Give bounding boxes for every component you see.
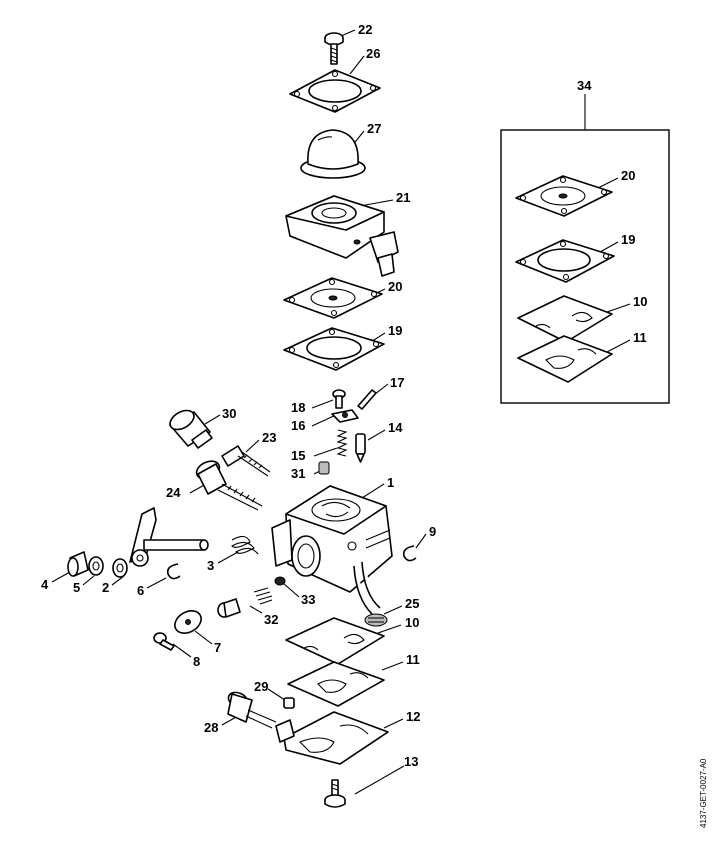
label-5: 5 bbox=[73, 580, 80, 595]
part-28-adjust-screw bbox=[227, 691, 277, 729]
label-19: 19 bbox=[388, 323, 402, 338]
label-24: 24 bbox=[166, 485, 181, 500]
label-10: 10 bbox=[405, 615, 419, 630]
label-20-kit: 20 bbox=[621, 168, 635, 183]
label-4: 4 bbox=[41, 577, 49, 592]
leader-lines bbox=[51, 29, 631, 795]
part-30-cap bbox=[169, 409, 213, 449]
label-23: 23 bbox=[262, 430, 276, 445]
label-16: 16 bbox=[291, 418, 305, 433]
part-7-disc bbox=[174, 610, 202, 634]
part-24-adjust-screw bbox=[195, 460, 263, 511]
label-11-kit: 11 bbox=[633, 330, 647, 345]
part-14-needle bbox=[355, 433, 366, 463]
part-5-washer bbox=[88, 556, 104, 576]
part-2-throttle-shaft bbox=[129, 507, 209, 567]
label-29: 29 bbox=[254, 679, 268, 694]
part-33-spring bbox=[274, 576, 286, 586]
label-33: 33 bbox=[301, 592, 315, 607]
label-12: 12 bbox=[406, 709, 420, 724]
label-20: 20 bbox=[388, 279, 402, 294]
part-22-screw bbox=[324, 32, 344, 65]
kit-box-34 bbox=[500, 129, 670, 404]
label-22: 22 bbox=[358, 22, 372, 37]
part-32-plug bbox=[217, 587, 273, 618]
part-13-screw bbox=[324, 779, 346, 808]
part-16-lever bbox=[331, 409, 359, 423]
label-11: 11 bbox=[406, 652, 420, 667]
part-8-screw bbox=[153, 632, 175, 651]
part-4-knob bbox=[67, 551, 89, 577]
label-15: 15 bbox=[291, 448, 305, 463]
label-9: 9 bbox=[429, 524, 436, 539]
document-code: 4137-GET-0027-A0 bbox=[699, 758, 708, 828]
label-19-kit: 19 bbox=[621, 232, 635, 247]
label-25: 25 bbox=[405, 596, 419, 611]
label-21: 21 bbox=[396, 190, 410, 205]
part-26-gasket bbox=[289, 69, 381, 113]
part-3-spring bbox=[231, 535, 259, 555]
part-29-nut bbox=[283, 697, 295, 709]
part-12-cover bbox=[275, 711, 389, 765]
label-28: 28 bbox=[204, 720, 218, 735]
label-18: 18 bbox=[291, 400, 305, 415]
label-13: 13 bbox=[404, 754, 418, 769]
label-34: 34 bbox=[577, 78, 592, 93]
label-14: 14 bbox=[388, 420, 403, 435]
label-27: 27 bbox=[367, 121, 381, 136]
part-20-diaphragm bbox=[283, 277, 383, 319]
part-31-spring bbox=[318, 461, 330, 475]
label-32: 32 bbox=[264, 612, 278, 627]
label-10-kit: 10 bbox=[633, 294, 647, 309]
part-labels: 22 26 27 21 20 19 17 18 16 14 15 31 30 2… bbox=[41, 22, 647, 769]
part-9-e-clip bbox=[402, 545, 417, 562]
part-25-filter bbox=[364, 613, 388, 627]
part-10-diaphragm bbox=[285, 617, 385, 665]
label-3: 3 bbox=[207, 558, 214, 573]
part-2-washer bbox=[112, 558, 128, 578]
part-1-carburetor-body bbox=[271, 485, 393, 615]
part-17-pin bbox=[357, 389, 377, 410]
part-18-screw bbox=[332, 389, 346, 409]
label-31: 31 bbox=[291, 466, 305, 481]
part-27-primer-bulb bbox=[300, 129, 366, 179]
part-19-gasket bbox=[283, 327, 385, 371]
label-2: 2 bbox=[102, 580, 109, 595]
part-15-spring bbox=[336, 429, 348, 457]
part-11-gasket bbox=[287, 661, 385, 707]
label-8: 8 bbox=[193, 654, 200, 669]
part-6-e-clip bbox=[166, 563, 181, 580]
part-23-adjust-screw bbox=[221, 445, 271, 477]
label-7: 7 bbox=[214, 640, 221, 655]
part-21-pump-cover bbox=[285, 195, 399, 277]
label-30: 30 bbox=[222, 406, 236, 421]
label-17: 17 bbox=[390, 375, 404, 390]
label-1: 1 bbox=[387, 475, 394, 490]
label-6: 6 bbox=[137, 583, 144, 598]
label-26: 26 bbox=[366, 46, 380, 61]
